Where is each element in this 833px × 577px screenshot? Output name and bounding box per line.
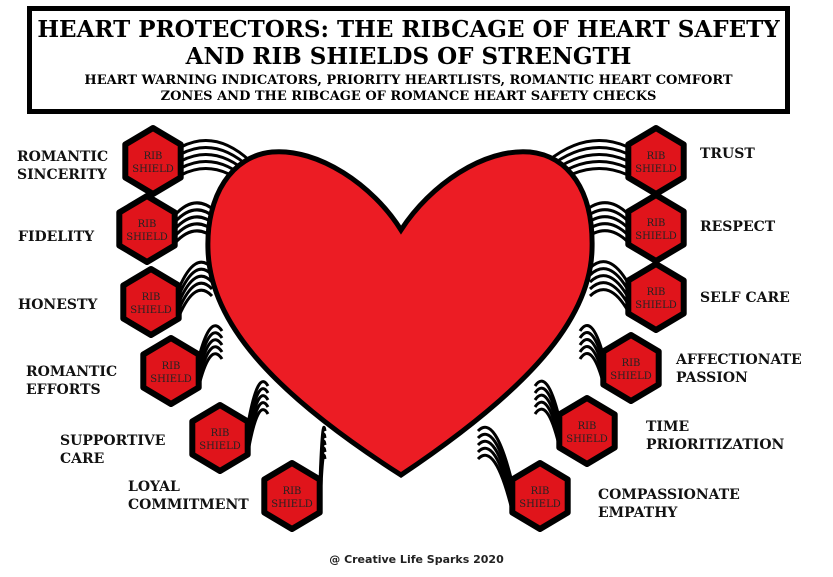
copyright-credit: @ Creative Life Sparks 2020 [329, 553, 504, 566]
rib-band-left-2 [177, 260, 214, 317]
shield-text-rib: RIB [531, 486, 550, 497]
shield-text-rib: RIB [647, 287, 666, 298]
heart-shape [205, 149, 595, 478]
rib-band-right-2 [588, 260, 630, 312]
rib-shield-left-2: RIB SHIELD [120, 266, 182, 338]
title-box: HEART PROTECTORS: THE RIBCAGE OF HEART S… [27, 6, 790, 114]
page-title-line-2: AND RIB SHIELDS OF STRENGTH [185, 43, 632, 70]
rib-shield-right-4: RIB SHIELD [556, 395, 618, 467]
shield-text-shield: SHIELD [519, 499, 560, 510]
shield-text-shield: SHIELD [132, 164, 173, 175]
rib-shield-right-0: RIB SHIELD [625, 125, 687, 197]
page-title: HEART PROTECTORS: THE RIBCAGE OF HEART S… [37, 16, 780, 43]
rib-shield-left-1: RIB SHIELD [116, 193, 178, 265]
shield-text-shield: SHIELD [199, 441, 240, 452]
shield-text-rib: RIB [647, 218, 666, 229]
shield-text-shield: SHIELD [610, 371, 651, 382]
rib-shield-right-3: RIB SHIELD [600, 332, 662, 404]
label-trust: TRUST [700, 146, 755, 162]
shield-text-rib: RIB [578, 421, 597, 432]
label-fidelity: FIDELITY [18, 229, 95, 245]
subtitle: HEART WARNING INDICATORS, PRIORITY HEART… [84, 73, 733, 88]
label-respect: RESPECT [700, 219, 776, 235]
shield-text-rib: RIB [622, 358, 641, 369]
subtitle-line-2: ZONES AND THE RIBCAGE OF ROMANCE HEART S… [160, 89, 657, 104]
label-self-care: SELF CARE [700, 290, 790, 306]
shield-text-shield: SHIELD [271, 499, 312, 510]
shield-text-shield: SHIELD [566, 434, 607, 445]
rib-shields: RIB SHIELD RIB SHIELD RIB SHIELD RIB SHIELD RIB S… [116, 125, 687, 532]
rib-band-right-3 [578, 324, 605, 383]
rib-shield-left-3: RIB SHIELD [140, 335, 202, 407]
shield-text-shield: SHIELD [635, 231, 676, 242]
shield-text-rib: RIB [138, 219, 157, 230]
shield-text-rib: RIB [144, 151, 163, 162]
rib-band-left-3 [197, 324, 224, 386]
rib-shield-left-0: RIB SHIELD [122, 125, 184, 197]
rib-shield-right-5: RIB SHIELD [509, 460, 571, 532]
rib-band-right-5 [476, 425, 514, 511]
shield-text-shield: SHIELD [635, 300, 676, 311]
shield-text-shield: SHIELD [126, 232, 167, 243]
rib-shield-left-5: RIB SHIELD [261, 460, 323, 532]
shield-text-shield: SHIELD [635, 164, 676, 175]
rib-shield-right-2: RIB SHIELD [625, 261, 687, 333]
rib-shield-right-1: RIB SHIELD [625, 192, 687, 264]
rib-shield-left-4: RIB SHIELD [189, 402, 251, 474]
rib-band-left-4 [246, 380, 270, 453]
shield-text-rib: RIB [211, 428, 230, 439]
rib-band-right-4 [533, 379, 561, 446]
shield-text-rib: RIB [283, 486, 302, 497]
shield-text-shield: SHIELD [150, 374, 191, 385]
label-honesty: HONESTY [18, 297, 98, 313]
shield-text-rib: RIB [162, 361, 181, 372]
shield-text-rib: RIB [647, 151, 666, 162]
shield-text-rib: RIB [142, 292, 161, 303]
shield-text-shield: SHIELD [130, 305, 171, 316]
